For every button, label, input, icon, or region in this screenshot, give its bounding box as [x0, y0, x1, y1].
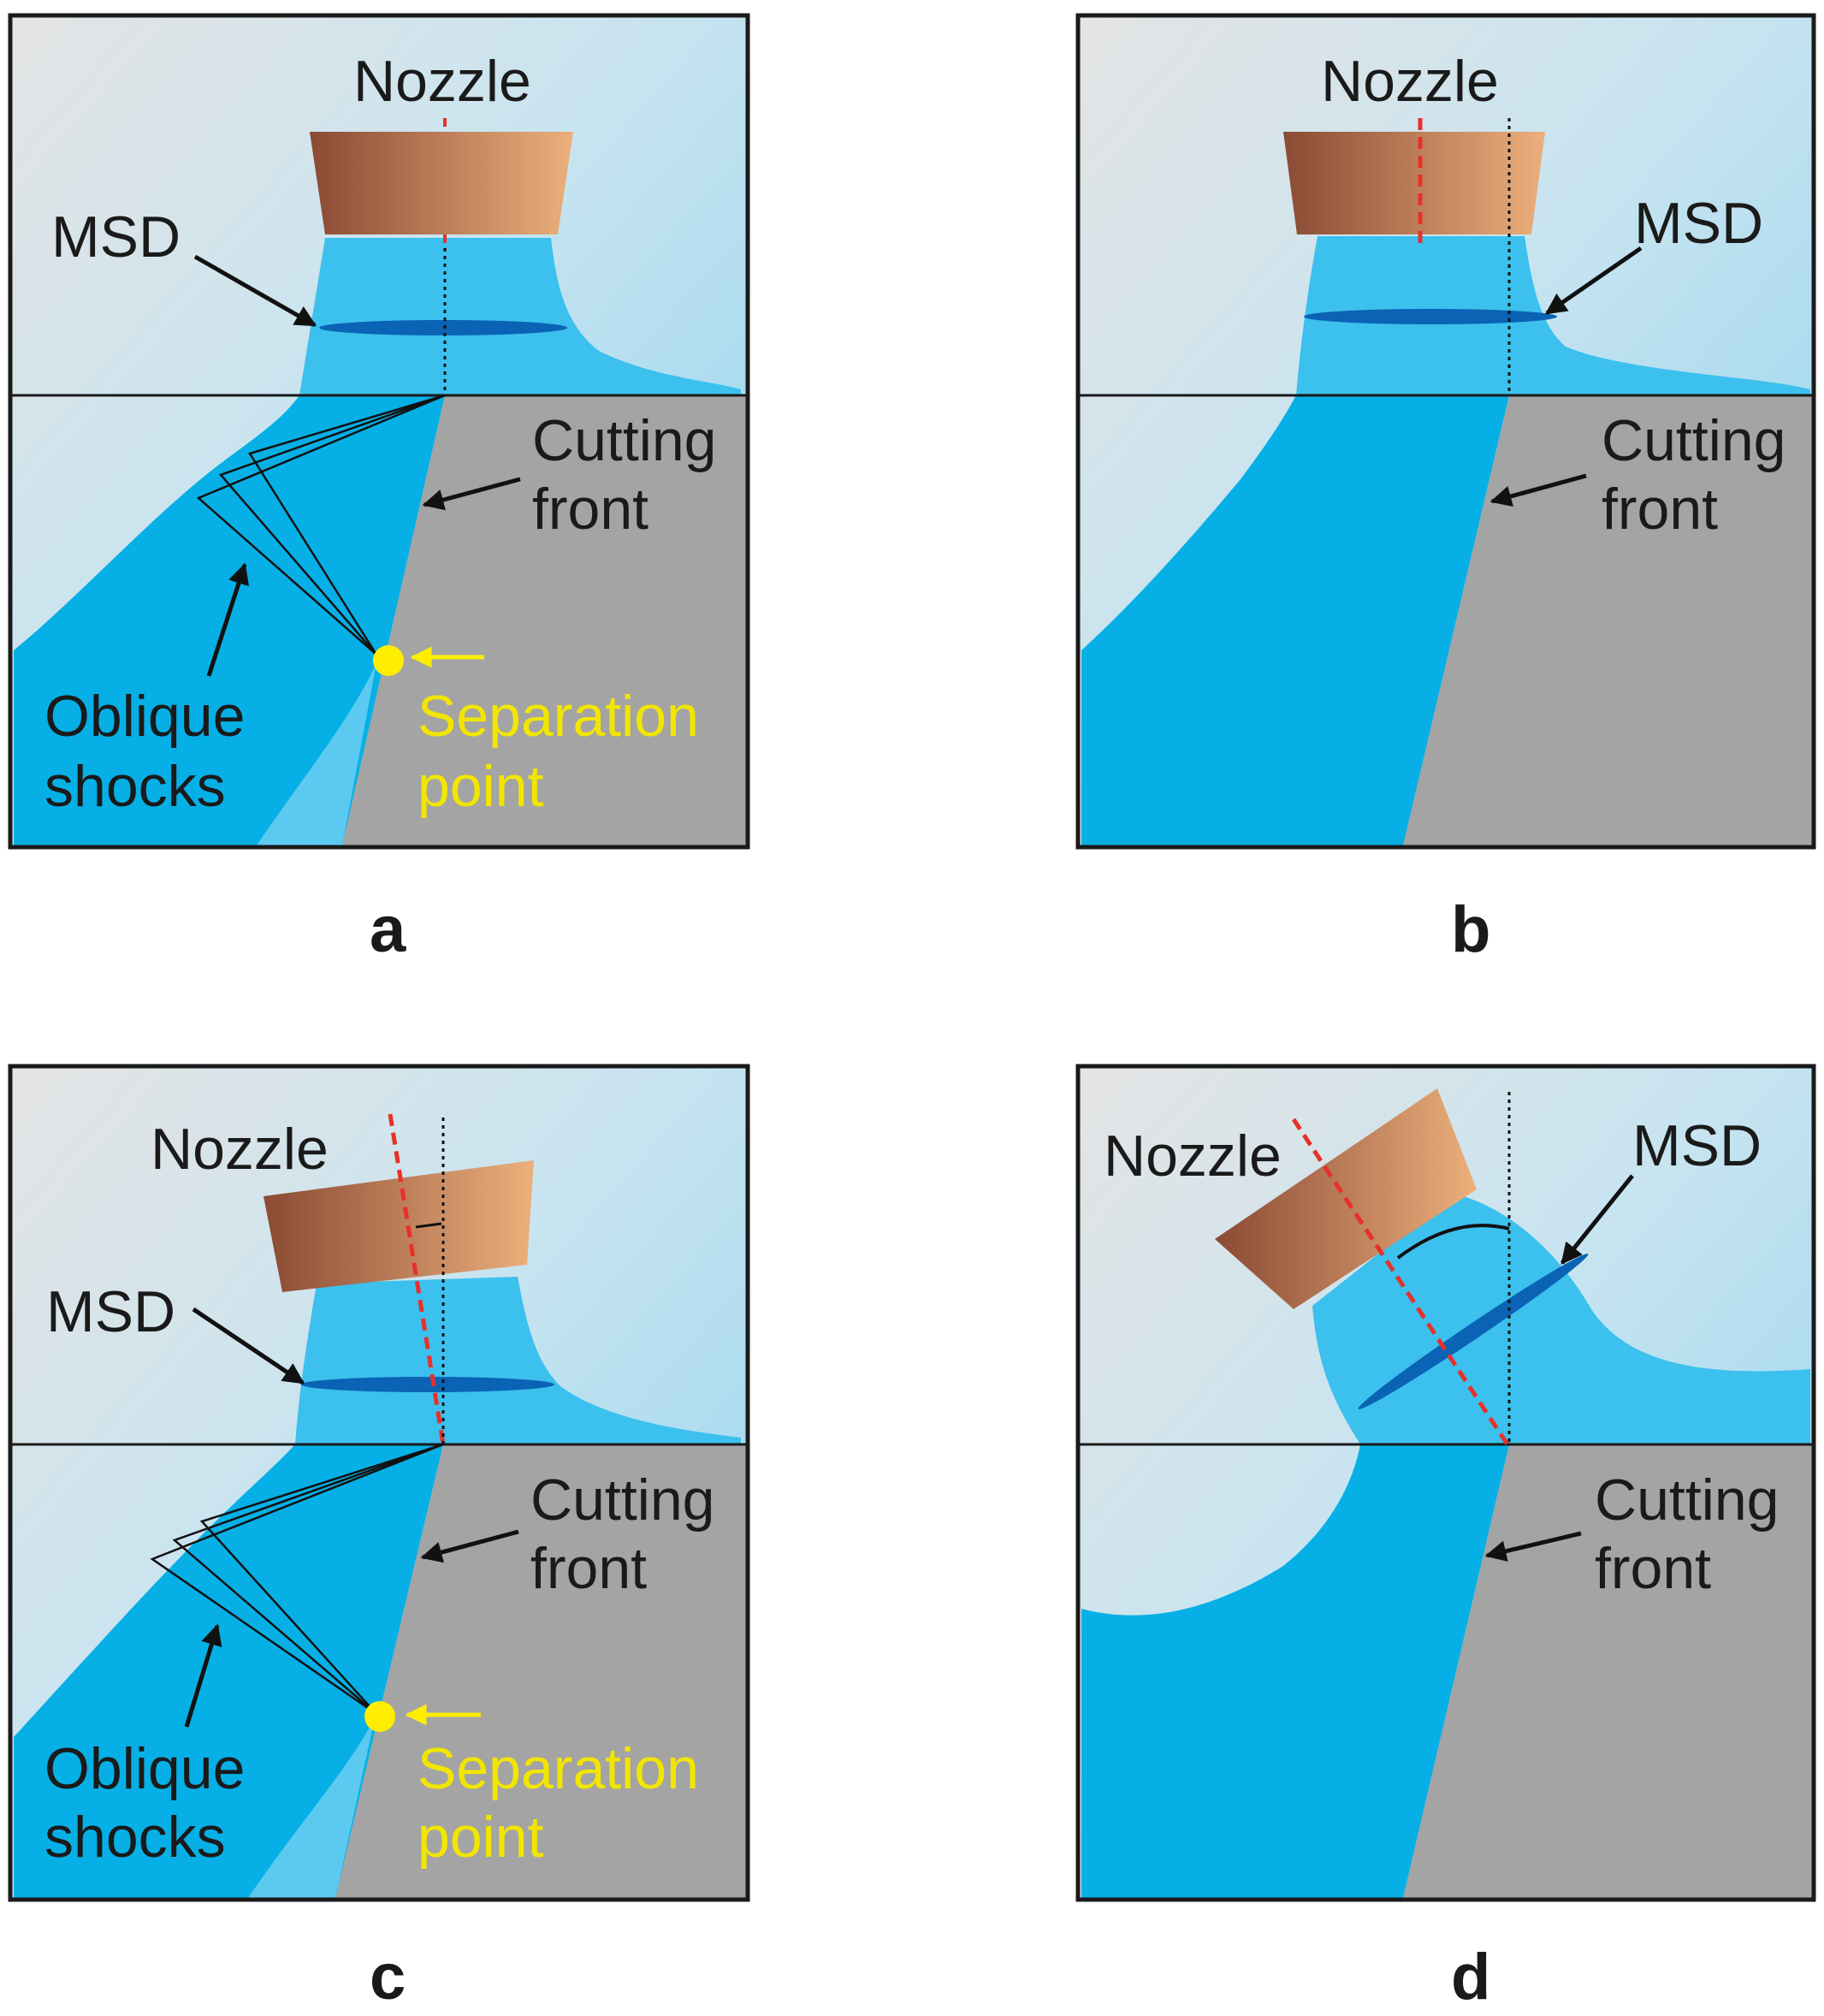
panel-c-jet-upper	[295, 1277, 741, 1444]
panel-a-letter: a	[370, 893, 406, 966]
panel-c-separated-region	[248, 1718, 375, 1898]
panel-b-frame	[1075, 13, 1816, 850]
panel-c-nozzle	[264, 1160, 534, 1292]
panel-a-separated-region	[257, 663, 376, 845]
panel-a-cutting-front-arrow	[422, 477, 521, 511]
panel-a-msd-arrow	[193, 254, 317, 328]
panel-d-msd-arrow	[1560, 1174, 1634, 1265]
panel-a-msd-label: MSD	[51, 205, 181, 270]
panel-b-msd-label: MSD	[1634, 191, 1763, 256]
panel-b-nozzle	[1283, 132, 1545, 234]
panel-a-separation-label: Separation	[418, 684, 699, 749]
panel-c-point-label: point	[418, 1805, 544, 1870]
panel-c-msd-disk	[301, 1377, 554, 1392]
panel-c-angle-arc	[415, 1222, 442, 1229]
panel-a-frame	[8, 13, 750, 850]
panel-a-msd-disk	[319, 320, 567, 335]
panel-a-nozzle-label: Nozzle	[353, 49, 531, 114]
panel-a-cutting-label: Cutting	[532, 408, 716, 473]
panel-d-nozzle-axis	[1291, 1118, 1510, 1446]
panel-b-front-label: front	[1602, 477, 1718, 542]
panel-d-front-label: front	[1595, 1536, 1711, 1601]
panel-c-msd-arrow	[192, 1307, 305, 1385]
panel-b-msd-arrow	[1544, 246, 1643, 316]
panel-d-msd-disk	[1358, 1254, 1589, 1409]
panel-a: Nozzle MSD Cutting front Oblique shocks …	[8, 13, 750, 966]
panel-c-shock-line	[199, 1443, 444, 1715]
panel-c-cutting-front-arrow	[420, 1529, 519, 1563]
panel-c-separation-dot	[364, 1701, 395, 1732]
panel-a-shock-line	[196, 394, 446, 655]
panel-b-jet-upper	[1296, 236, 1810, 395]
panel-c-shock-line	[172, 1443, 444, 1715]
panel-d-cutting-front-arrow	[1484, 1531, 1582, 1562]
panel-a-shock-line	[248, 394, 446, 655]
panel-b-nozzle-label: Nozzle	[1321, 49, 1499, 114]
panel-b-workpiece	[1403, 395, 1812, 845]
panel-c-separation-label: Separation	[418, 1736, 699, 1801]
panel-c-letter: c	[370, 1941, 406, 2013]
panel-a-oblique-shocks-arrow	[206, 562, 249, 677]
panel-b: Nozzle MSD Cutting front b	[1075, 13, 1816, 966]
panel-c-nozzle-label: Nozzle	[151, 1117, 329, 1182]
panel-c-front-label: front	[530, 1536, 647, 1601]
panel-a-point-label: point	[418, 754, 544, 819]
panel-a-oblique-label: Oblique	[44, 684, 245, 749]
panel-c-frame	[8, 1064, 750, 1902]
panel-b-jet-lower	[1081, 395, 1509, 845]
panel-d-jet-lower	[1081, 1444, 1509, 1898]
panel-a-shock-line	[218, 394, 446, 655]
panel-a-separation-dot	[373, 645, 404, 676]
panel-a-front-label: front	[532, 477, 648, 542]
panel-c-oblique-shocks-arrow	[184, 1623, 222, 1728]
panel-c-oblique-label: Oblique	[44, 1736, 245, 1801]
panel-b-letter: b	[1451, 893, 1490, 966]
panel-b-msd-disk	[1304, 309, 1557, 324]
panel-d-frame	[1075, 1064, 1816, 1902]
panel-c-msd-label: MSD	[46, 1279, 175, 1344]
panel-d-jet-upper	[1312, 1194, 1810, 1444]
panel-d-cutting-label: Cutting	[1595, 1468, 1779, 1533]
panel-d-nozzle-label: Nozzle	[1104, 1124, 1282, 1189]
panel-d-msd-label: MSD	[1632, 1113, 1762, 1178]
panel-c-cutting-label: Cutting	[530, 1468, 714, 1533]
panel-b-cutting-label: Cutting	[1602, 408, 1786, 473]
panel-c: Nozzle MSD Cutting front Oblique shocks …	[8, 1064, 750, 2013]
panel-a-jet-upper	[299, 238, 741, 395]
panel-c-shock-line	[150, 1443, 444, 1716]
panel-a-nozzle	[310, 132, 573, 234]
panel-d-angle-arc	[1396, 1224, 1510, 1260]
panel-a-shocks-label: shocks	[44, 754, 226, 819]
panel-c-shocks-label: shocks	[44, 1805, 226, 1870]
panel-d-letter: d	[1451, 1941, 1490, 2013]
panel-d: Nozzle MSD Cutting front d	[1075, 1064, 1816, 2013]
panel-b-cutting-front-arrow	[1489, 473, 1587, 507]
